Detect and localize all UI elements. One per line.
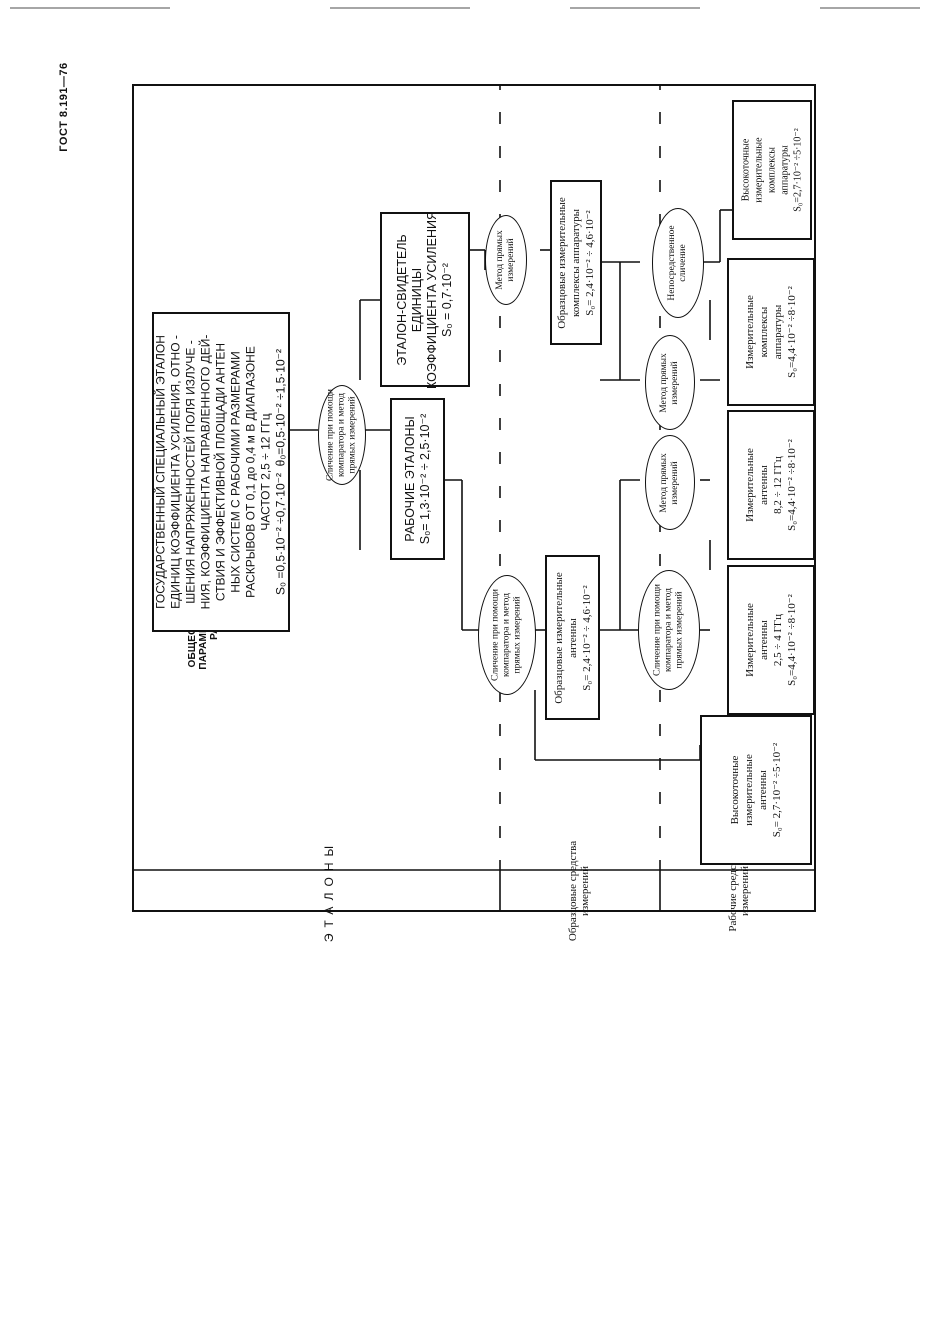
band-label-etalony: ЭТАЛОНЫ (322, 839, 336, 943)
standard-code: ГОСТ 8.191—76 (58, 62, 70, 152)
method-line-1: Непосредственное (667, 225, 677, 301)
hp-antennas-line-3: антенны (757, 770, 769, 810)
method-line-3: прямых измерений (512, 596, 523, 674)
hp-complexes-line-4: аппаратуры (779, 145, 791, 195)
ref-antennas-line-3: S₀= 2,4·10⁻² ÷ 4,6·10⁻² (580, 584, 593, 691)
meas-antennas-low-line-3: 2,5 ÷ 4 ГГц (772, 613, 784, 667)
meas-antennas-low-line-2: антенны (758, 620, 770, 660)
method-line-2: компаратора и метод (663, 588, 674, 672)
method-line-2: измерений (670, 460, 680, 505)
ref-antennas-box: Образцовые измерительные антенны S₀= 2,4… (545, 555, 600, 720)
meas-antennas-low-line-4: S₀=4,4·10⁻² ÷8·10⁻² (786, 594, 798, 686)
method-line-2: измерений (670, 360, 680, 405)
meas-complexes-line-3: аппаратуры (772, 304, 784, 360)
state-standard-box: ГОСУДАРСТВЕННЫЙ СПЕЦИАЛЬНЫЙ ЭТАЛОН ЕДИНИ… (152, 312, 290, 632)
hp-antennas-line-1: Высокоточные (729, 755, 741, 825)
method-line-3: прямых измерений (347, 396, 358, 474)
ref-complexes-line-2: комплексы аппаратуры (570, 208, 582, 317)
method-line-1: Сличение при помощи (652, 583, 663, 677)
working-standards-box: РАБОЧИЕ ЭТАЛОНЫ S₀= 1,3·10⁻² ÷ 2,5·10⁻² (390, 398, 445, 560)
state-standard-line-2: ЕДИНИЦ КОЭФФИЦИЕНТА УСИЛЕНИЯ, ОТНО - (168, 335, 183, 609)
ref-complexes-line-1: Образцовые измерительные (556, 196, 568, 329)
hp-complexes-line-1: Высокоточные (740, 138, 752, 202)
meas-complexes-box: Измерительные комплексы аппаратуры S₀=4,… (727, 258, 815, 406)
method-line-2: компаратора и метод (336, 393, 347, 477)
ref-antennas-line-1: Образцовые измерительные (552, 571, 565, 704)
band-label-obraztsovye-line-2: измерений (579, 866, 591, 916)
meas-antennas-low-line-1: Измерительные (744, 603, 756, 677)
method-line-2: измерений (506, 238, 516, 282)
meas-antennas-high-line-4: S₀=4,4·10⁻² ÷8·10⁻² (786, 439, 798, 531)
ref-complexes-box: Образцовые измерительные комплексы аппар… (550, 180, 602, 345)
meas-complexes-line-4: S₀=4,4·10⁻² ÷8·10⁻² (786, 286, 798, 378)
method-line-1: Метод прямых (659, 352, 669, 413)
meas-antennas-high-box: Измерительные антенны 8,2 ÷ 12 ГГц S₀=4,… (727, 410, 815, 560)
meas-antennas-high-line-1: Измерительные (744, 448, 756, 522)
meas-antennas-low-box: Измерительные антенны 2,5 ÷ 4 ГГц S₀=4,4… (727, 565, 815, 715)
witness-standard-line-2: ЕДИНИЦЫ (410, 267, 424, 332)
method-line-1: Сличение при помощи (325, 388, 336, 482)
state-standard-line-3: ШЕНИЯ НАПРЯЖЕННОСТЕЙ ПОЛЯ ИЗЛУЧЕ - (183, 340, 198, 604)
method-oval-comparator-low: Сличение при помощи компаратора и метод … (638, 570, 700, 690)
state-standard-line-4: НИЯ, КОЭФФИЦИЕНТА НАПРАВЛЕННОГО ДЕЙ- (198, 334, 213, 610)
hp-complexes-line-5: S₀=2,7·10⁻² ÷5·10⁻² (792, 128, 804, 212)
working-standards-line-1: РАБОЧИЕ ЭТАЛОНЫ (402, 416, 417, 542)
method-oval-comparator-top: Сличение при помощи компаратора и метод … (318, 385, 366, 485)
ref-antennas-line-2: антенны (566, 617, 579, 658)
method-line-2: сличение (678, 244, 688, 282)
working-standards-line-2: S₀= 1,3·10⁻² ÷ 2,5·10⁻² (417, 413, 432, 545)
hp-antennas-line-4: S₀= 2,7·10⁻² ÷5·10⁻² (771, 742, 783, 838)
hp-complexes-box: Высокоточные измерительные комплексы апп… (732, 100, 812, 240)
method-line-3: прямых измерений (674, 591, 685, 669)
state-standard-line-1: ГОСУДАРСТВЕННЫЙ СПЕЦИАЛЬНЫЙ ЭТАЛОН (153, 335, 168, 609)
state-standard-line-8: ЧАСТОТ 2,5 ÷ 12 ГГц (258, 413, 273, 531)
meas-complexes-line-1: Измерительные (744, 295, 756, 369)
hp-antennas-line-2: измерительные (743, 754, 755, 826)
meas-complexes-line-2: комплексы (758, 306, 770, 358)
witness-standard-box: ЭТАЛОН-СВИДЕТЕЛЬ ЕДИНИЦЫ КОЭФФИЦИЕНТА УС… (380, 210, 470, 389)
hp-antennas-box: Высокоточные измерительные антенны S₀= 2… (700, 715, 812, 865)
method-line-1: Метод прямых (659, 452, 669, 513)
method-line-1: Метод прямых (495, 230, 505, 290)
method-oval-comparator-mid: Сличение при помощи компаратора и метод … (478, 575, 536, 695)
hp-complexes-line-2: измерительные (753, 137, 765, 203)
witness-standard-line-1: ЭТАЛОН-СВИДЕТЕЛЬ (395, 233, 409, 366)
meas-antennas-high-line-3: 8,2 ÷ 12 ГГц (772, 456, 784, 514)
witness-standard-line-3: КОЭФФИЦИЕНТА УСИЛЕНИЯ (425, 210, 439, 389)
method-line-2: компаратора и метод (501, 593, 512, 677)
hp-complexes-line-3: комплексы (766, 146, 778, 194)
method-line-1: Сличение при помощи (490, 588, 501, 682)
state-standard-line-6: НЫХ СИСТЕМ С РАБОЧИМИ РАЗМЕРАМИ (228, 351, 243, 593)
state-standard-line-7: РАСКРЫВОВ ОТ 0,1 до 0,4 м В ДИАПАЗОНЕ (243, 346, 258, 598)
band-label-obraztsovye: Образцовые средства измерений (567, 831, 593, 951)
meas-antennas-high-line-2: антенны (758, 465, 770, 505)
ref-complexes-line-3: S₀= 2,4·10⁻² ÷ 4,6·10⁻² (584, 209, 596, 316)
method-oval-direct-top: Метод прямых измерений (485, 215, 527, 305)
witness-standard-line-4: S₀ = 0,7·10⁻² (440, 262, 454, 337)
method-oval-direct-compare: Непосредственное сличение (652, 208, 704, 318)
state-standard-line-9: S₀ =0,5·10⁻² ÷0,7·10⁻² θ₀=0,5·10⁻² ÷1,5·… (273, 349, 288, 595)
band-label-obraztsovye-line-1: Образцовые средства (567, 840, 579, 942)
state-standard-line-5: СТВИЯ И ЭФФЕКТИВНОЙ ПЛОЩАДИ АНТЕН (213, 342, 228, 602)
method-oval-direct-low-2: Метод прямых измерений (645, 335, 695, 430)
method-oval-direct-low-1: Метод прямых измерений (645, 435, 695, 530)
